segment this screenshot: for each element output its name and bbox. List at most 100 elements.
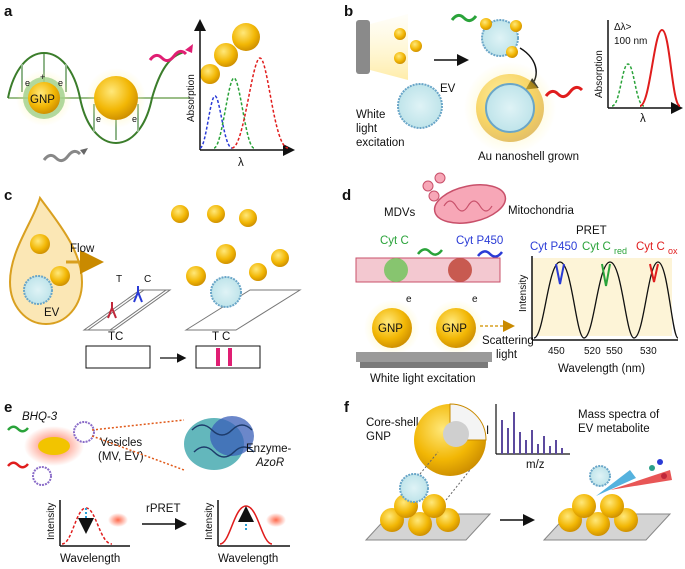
d-leg-cred-sub: red <box>614 246 627 256</box>
desorption-beam <box>610 470 672 490</box>
d-light: light <box>496 349 518 361</box>
f-ev-desorb <box>589 465 611 487</box>
e-ylabel-2: Intensity <box>204 503 215 540</box>
panel-b-label: b <box>344 3 353 20</box>
charge-e-4: e <box>132 114 137 124</box>
b-ev-label: EV <box>440 83 456 95</box>
seed-gnp-2 <box>394 52 406 64</box>
b-absorption-red <box>639 28 681 107</box>
b-ylabel: Absorption <box>594 50 605 98</box>
d-tick-450: 450 <box>548 346 565 357</box>
c-ev-label: EV <box>44 307 60 319</box>
panel-c: c EV Flow T C TC T C <box>4 187 302 369</box>
ev-vesicle-e <box>32 466 52 486</box>
d-white-exc: White light excitation <box>370 373 475 385</box>
cyt-c-protein <box>384 258 408 282</box>
d-leg-p450: Cyt P450 <box>530 241 577 253</box>
mdv-3 <box>428 190 440 202</box>
bound-gnp-3 <box>506 46 518 58</box>
zoom-line-2 <box>91 435 185 471</box>
b-absorption-green <box>611 63 645 107</box>
f-mz: m/z <box>526 459 545 471</box>
d-leg-cox-sub: ox <box>668 246 678 256</box>
d-cytc-label: Cyt C <box>380 235 409 247</box>
metabolite-3 <box>657 459 663 465</box>
f-gnp-9 <box>572 494 596 518</box>
panel-d-label: d <box>342 187 351 204</box>
captured-gnp-5 <box>171 205 189 223</box>
droplet-ev <box>23 275 53 305</box>
green-wave <box>450 13 478 23</box>
captured-gnp-7 <box>239 209 257 227</box>
d-cytp450-label: Cyt P450 <box>456 235 503 247</box>
e-vesicles: Vesicles <box>100 437 142 449</box>
cyt-p450-protein <box>448 258 472 282</box>
seed-gnp-1 <box>394 28 406 40</box>
f-zoom-line-2 <box>445 469 471 501</box>
e-azor: AzoR <box>255 457 284 469</box>
seed-gnp-3 <box>410 40 422 52</box>
mito-cristae <box>443 200 493 212</box>
em-wave <box>7 51 186 144</box>
mdv-2 <box>434 172 446 184</box>
scattered-light-wave <box>148 49 188 63</box>
f-mass1: Mass spectra of <box>578 409 660 421</box>
white-light-lamp <box>356 20 370 74</box>
e-ylabel-1: Intensity <box>46 503 57 540</box>
e-green-wave <box>7 425 29 433</box>
e-mvev: (MV, EV) <box>98 451 144 463</box>
f-mass2: EV metabolite <box>578 423 650 435</box>
dip-blue <box>555 263 565 285</box>
b-nm: 100 nm <box>614 36 647 47</box>
f-gnp-2 <box>408 512 432 536</box>
captured-gnp-3 <box>249 263 267 281</box>
spectrum-3 <box>633 261 679 339</box>
c-tc2-label: T C <box>212 331 230 343</box>
a-xlabel: λ <box>238 157 244 169</box>
panel-e-label: e <box>4 399 12 416</box>
strip-2 <box>184 289 302 331</box>
d-xlabel: Wavelength (nm) <box>558 363 645 375</box>
d-electron-1: e <box>406 294 412 305</box>
f-gnp-5 <box>422 494 446 518</box>
c-c-label: C <box>144 274 151 285</box>
metabolite-1 <box>649 465 655 471</box>
f-zoom-line-1 <box>419 451 439 475</box>
control-line <box>228 348 232 366</box>
substrate-base <box>360 362 488 368</box>
readout-before <box>85 345 151 369</box>
b-white: White <box>356 109 385 121</box>
captured-gnp-6 <box>207 205 225 223</box>
f-gnp-10 <box>600 494 624 518</box>
f-core2: GNP <box>366 431 391 443</box>
strip-1-edge <box>86 289 172 331</box>
particle-mid <box>214 43 238 67</box>
e-red-wave <box>7 461 29 469</box>
laser-beam <box>596 470 636 496</box>
absorption-green <box>213 77 255 149</box>
captured-gnp-1 <box>216 244 236 264</box>
b-excitation: excitation <box>356 137 405 149</box>
charge-e-2: e <box>58 78 63 88</box>
spectrum-1 <box>533 261 585 339</box>
panel-d: d Mitochondria MDVs Cyt C Cyt P450 e e G… <box>342 172 679 385</box>
d-electron-2: e <box>472 294 478 305</box>
panel-b: b White light excitation EV Au nanoshell… <box>344 3 683 163</box>
d-gnp1 <box>372 308 412 348</box>
control-antibody <box>133 286 143 303</box>
d-blue-wave <box>477 250 503 258</box>
b-delta: Δλ> <box>614 22 632 33</box>
b-light: light <box>356 123 378 135</box>
d-ylabel: Intensity <box>518 275 529 312</box>
mv-vesicle <box>73 421 95 443</box>
captured-gnp-4 <box>271 249 289 267</box>
panel-a: a GNP e e + e e <box>4 3 295 169</box>
test-antibody <box>107 302 117 319</box>
d-leg-cox-base: Cyt C <box>636 241 665 253</box>
enzyme-azor-structure <box>184 416 255 470</box>
e-reporter-1 <box>108 513 128 527</box>
substrate <box>356 352 492 362</box>
d-gnp2 <box>436 308 476 348</box>
nanoshell-core-ev <box>485 83 535 133</box>
lamp-beam <box>370 14 408 80</box>
